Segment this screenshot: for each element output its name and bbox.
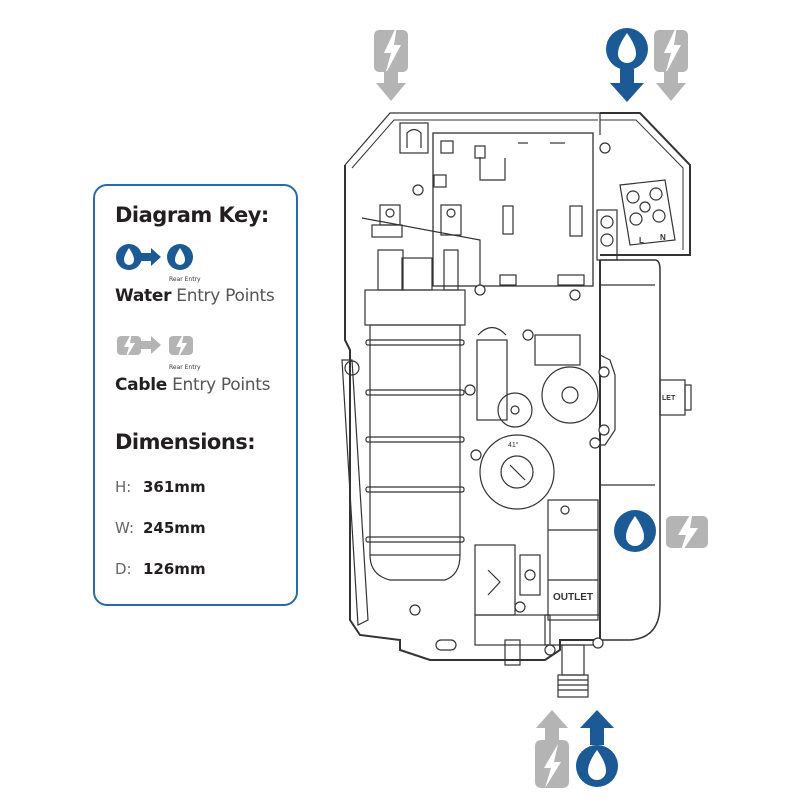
side-outlet-label: LET: [662, 395, 676, 402]
dimension-label: W:: [115, 519, 135, 537]
outlet-label: OUTLET: [553, 592, 593, 603]
cable-entry-top-right-icon: [654, 25, 688, 101]
dimension-value: 245mm: [143, 519, 206, 537]
water-entry-top-icon: [606, 28, 648, 102]
dial-temperature-label: 41°: [508, 441, 519, 449]
cable-rear-entry-label: Rear Entry: [169, 364, 201, 371]
key-title: Diagram Key:: [115, 203, 269, 227]
dimension-value: 361mm: [143, 478, 206, 496]
dimension-height: H: 361mm: [115, 478, 206, 496]
dimension-label: D:: [115, 560, 132, 578]
cable-key-icons: [115, 330, 235, 362]
water-rear-entry-label: Rear Entry: [169, 276, 201, 283]
dimension-label: H:: [115, 478, 132, 496]
water-arrow-icon: [116, 244, 193, 270]
water-rear-entry-icon: [614, 510, 656, 552]
water-entry-points-label: Water Entry Points: [115, 286, 275, 306]
cable-entry-top-left-icon: [374, 25, 408, 101]
water-entry-bottom-icon: [576, 710, 618, 787]
entry-points-label: Entry Points: [176, 286, 275, 306]
dimension-width: W: 245mm: [115, 519, 206, 537]
water-label: Water: [115, 286, 172, 306]
dimension-value: 126mm: [143, 560, 206, 578]
terminal-label-neutral: N: [660, 233, 666, 242]
cable-rear-entry-icon: [666, 510, 708, 556]
water-key-icons: [115, 242, 235, 274]
shower-unit-diagram: OUTLET LET L N 41°: [341, 112, 692, 698]
screws: [409, 142, 611, 656]
cable-label: Cable: [115, 375, 167, 395]
cable-entry-points-label: Cable Entry Points: [115, 375, 271, 395]
cable-arrow-icon: [117, 332, 193, 360]
dimension-depth: D: 126mm: [115, 560, 206, 578]
terminal-label-live: L: [639, 236, 644, 245]
cable-entry-bottom-icon: [535, 710, 569, 788]
diagram-key-panel: Diagram Key: Rear Entry Water Entry Poin…: [93, 184, 298, 606]
device-outline: [341, 112, 692, 698]
entry-points-label: Entry Points: [172, 375, 271, 395]
dimensions-title: Dimensions:: [115, 430, 256, 454]
